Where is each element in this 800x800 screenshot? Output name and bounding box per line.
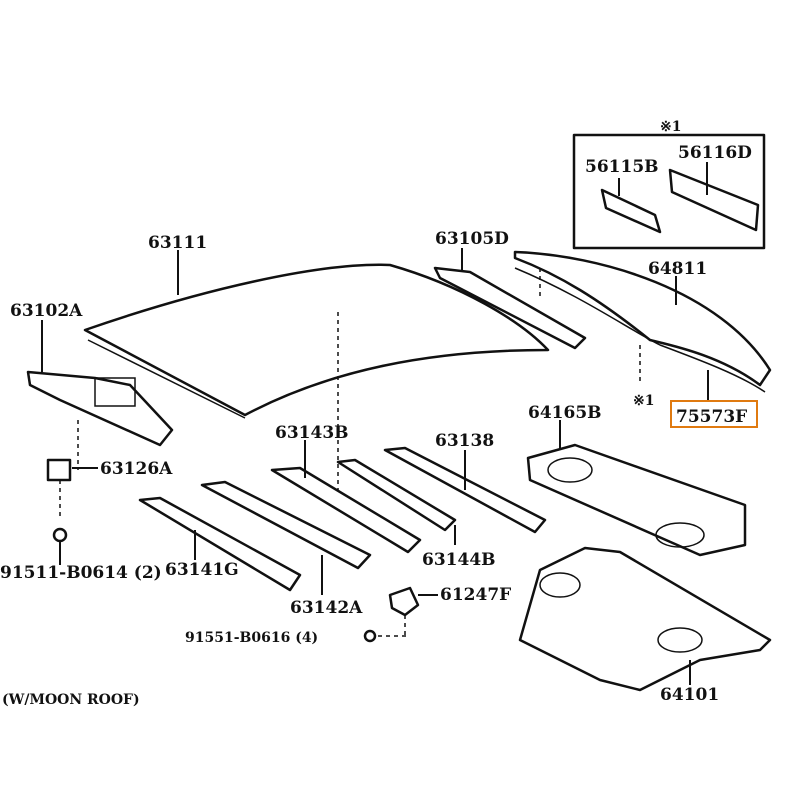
part-64165B-shape (526, 443, 747, 557)
label-63144B[interactable]: 63144B (422, 550, 496, 570)
label-75573F[interactable]: 75573F (676, 407, 747, 427)
label-64811[interactable]: 64811 (648, 259, 707, 279)
bolt-icon (52, 527, 68, 543)
part-64101-rear-panel (518, 546, 772, 692)
part-63105D-shape (433, 266, 587, 350)
kit-note-small: ※1 (633, 393, 654, 409)
label-63141G[interactable]: 63141G (165, 560, 239, 580)
label-56116D[interactable]: 56116D (678, 143, 752, 163)
label-63102A[interactable]: 63102A (10, 301, 83, 321)
label-63138[interactable]: 63138 (435, 431, 494, 451)
label-91511-B0614[interactable]: 91511-B0614 (2) (0, 563, 162, 583)
label-63111[interactable]: 63111 (148, 233, 207, 253)
highlight-box (670, 400, 758, 428)
part-63111-roof-panel (83, 263, 550, 417)
label-63143B[interactable]: 63143B (275, 423, 349, 443)
part-63142A-shape (200, 480, 372, 570)
label-56115B[interactable]: 56115B (585, 157, 659, 177)
label-63105D[interactable]: 63105D (435, 229, 509, 249)
label-91551-B0616[interactable]: 91551-B0616 (4) (185, 630, 318, 646)
part-63102A-shape (26, 370, 174, 447)
label-63142A[interactable]: 63142A (290, 598, 363, 618)
label-64101[interactable]: 64101 (660, 685, 719, 705)
part-61247F-shape (388, 586, 420, 617)
kit-note: ※1 (660, 119, 681, 135)
label-63126A[interactable]: 63126A (100, 459, 173, 479)
part-63143B-shape (270, 466, 422, 554)
label-61247F[interactable]: 61247F (440, 585, 511, 605)
footer-note: (W/MOON ROOF) (2, 692, 140, 708)
part-63141G-shape (138, 496, 302, 592)
part-63126A-shape (46, 458, 72, 482)
part-56116D-shape (668, 168, 760, 232)
label-64165B[interactable]: 64165B (528, 403, 602, 423)
bolt-icon (363, 629, 377, 643)
part-56115B-shape (600, 188, 662, 234)
part-64811-back-window (513, 250, 772, 387)
part-63144B-shape (336, 458, 457, 532)
